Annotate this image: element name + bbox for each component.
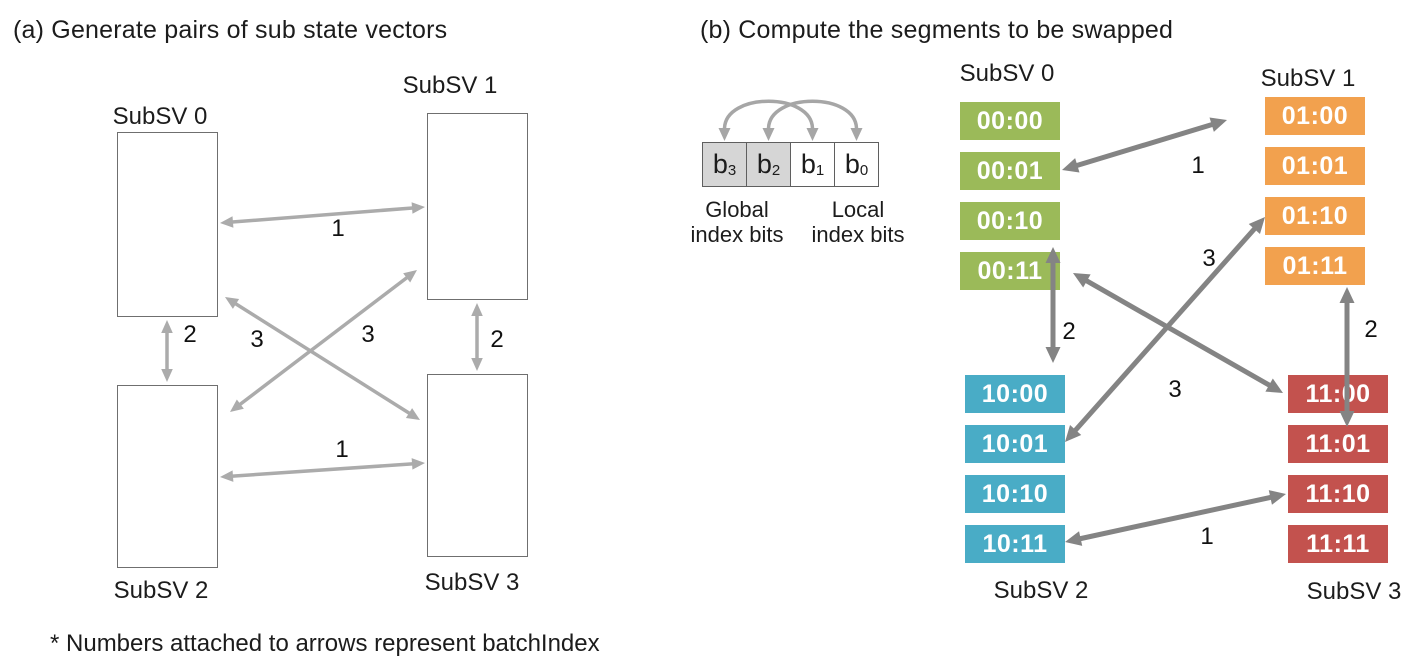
subsv-box-label: SubSV 3 [424, 569, 520, 596]
bit-subscript: 3 [727, 162, 737, 179]
column-label: SubSV 1 [1260, 65, 1356, 92]
segment-cell: 01:11 [1265, 247, 1365, 285]
column-label: SubSV 3 [1306, 578, 1402, 605]
segment-cell: 01:10 [1265, 197, 1365, 235]
local-caption-line1: Local [831, 197, 885, 222]
segment-cell: 11:00 [1288, 375, 1388, 413]
segment-cell: 11:10 [1288, 475, 1388, 513]
panel-a-title: (a) Generate pairs of sub state vectors [13, 16, 448, 44]
bit-name: b [756, 149, 772, 179]
subsv-box [117, 132, 218, 317]
column-label: SubSV 2 [993, 577, 1089, 604]
segment-cell: 10:01 [965, 425, 1065, 463]
segment-cell: 01:01 [1265, 147, 1365, 185]
bit-subscript: 2 [771, 162, 781, 179]
subsv-box-label: SubSV 2 [113, 577, 209, 604]
subsv-box-label: SubSV 0 [112, 103, 208, 130]
column-label: SubSV 0 [959, 60, 1055, 87]
bit-name: b [712, 149, 728, 179]
global-index-bits-caption: Global index bits [691, 197, 784, 247]
local-caption-line2: index bits [811, 222, 905, 247]
subsv-box [117, 385, 218, 568]
subsv-box [427, 374, 528, 557]
global-caption-line1: Global [705, 197, 769, 222]
segment-cell: 00:11 [960, 252, 1060, 290]
segment-cell: 01:00 [1265, 97, 1365, 135]
subsv-box [427, 113, 528, 300]
bit-name: b [844, 149, 860, 179]
segment-cell: 10:11 [965, 525, 1065, 563]
footnote: * Numbers attached to arrows represent b… [50, 630, 600, 657]
panel-b-title: (b) Compute the segments to be swapped [700, 16, 1174, 44]
bit-name: b [800, 149, 816, 179]
segment-cell: 00:10 [960, 202, 1060, 240]
segment-cell: 10:10 [965, 475, 1065, 513]
bit-subscript: 1 [815, 162, 825, 179]
global-caption-line2: index bits [690, 222, 784, 247]
segment-cell: 10:00 [965, 375, 1065, 413]
bit-subscript: 0 [859, 162, 869, 179]
subsv-box-label: SubSV 1 [402, 72, 498, 99]
segment-cell: 00:00 [960, 102, 1060, 140]
segment-cell: 11:11 [1288, 525, 1388, 563]
local-index-bits-caption: Local index bits [812, 197, 905, 247]
segment-cell: 00:01 [960, 152, 1060, 190]
segment-cell: 11:01 [1288, 425, 1388, 463]
